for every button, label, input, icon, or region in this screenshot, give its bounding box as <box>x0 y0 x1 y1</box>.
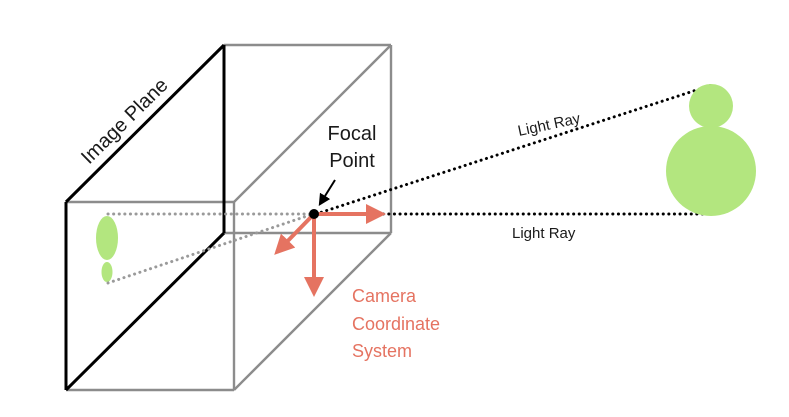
camera-axes <box>274 204 386 297</box>
image-plane-top-edge <box>64 43 226 204</box>
projected-image <box>96 216 118 282</box>
camera-coordinate-label-line3: System <box>352 341 412 361</box>
image-plane <box>64 43 226 392</box>
light-ray-bottom-label: Light Ray <box>512 225 576 242</box>
internal-ray-diagonal <box>106 212 315 285</box>
light-ray-top-label: Light Ray <box>516 110 582 140</box>
focal-point-label-line1: Focal <box>328 123 377 145</box>
external-rays <box>314 83 714 216</box>
image-plane-bottom-edge <box>64 231 226 392</box>
focal-point-label-line2: Point <box>329 150 375 172</box>
projected-large-blob <box>96 216 118 260</box>
image-plane-label: Image Plane <box>77 74 173 168</box>
camera-box <box>66 43 393 392</box>
light-ray-top-line <box>314 83 714 216</box>
projected-small-blob <box>101 262 113 282</box>
focal-point-pointer-arrow <box>318 179 336 207</box>
camera-coordinate-label-line2: Coordinate <box>352 314 440 334</box>
internal-rays <box>106 212 315 285</box>
camera-coordinate-label-line1: Camera <box>352 286 417 306</box>
box-top-right-edge <box>233 44 392 203</box>
object-body <box>666 126 756 216</box>
focal-point-dot <box>309 209 319 219</box>
box-bottom-right-edge <box>233 232 392 391</box>
object-head <box>689 84 733 128</box>
axis-z-arrow <box>274 212 316 255</box>
scene-object <box>666 84 756 216</box>
